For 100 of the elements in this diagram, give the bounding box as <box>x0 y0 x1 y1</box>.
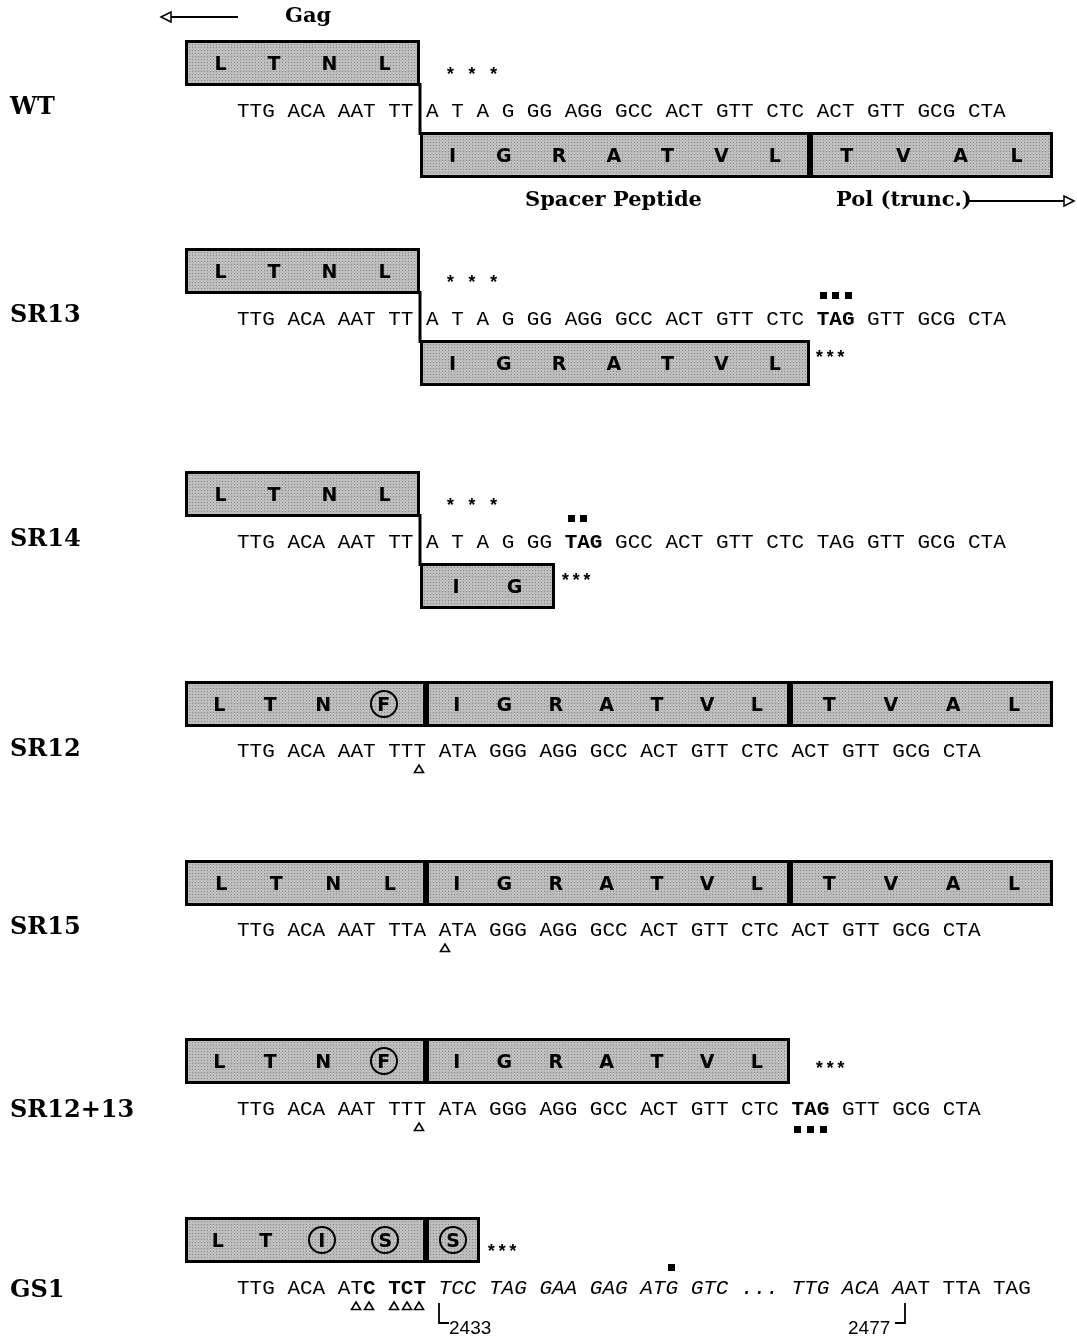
amino-acid-letter: L <box>1008 694 1021 714</box>
amino-acid-letter: T <box>263 694 277 714</box>
amino-acid-letter: V <box>714 353 729 373</box>
amino-acid-letter: L <box>750 1051 763 1071</box>
amino-acid-letter: R <box>551 353 567 373</box>
protein-box <box>420 340 810 386</box>
amino-acid-letter: N <box>321 484 338 504</box>
sequence-text: AT TTA TAG <box>904 1278 1031 1299</box>
amino-acid-letter: I <box>453 873 461 893</box>
amino-acid-letter: L <box>1010 145 1023 165</box>
protein-box <box>185 1038 426 1084</box>
row-label: SR12+13 <box>10 1097 135 1121</box>
amino-acid-letter: A <box>953 145 968 165</box>
protein-box <box>426 681 790 727</box>
amino-acid-letter: T <box>650 1051 664 1071</box>
circled-amino-acid: F <box>369 1047 398 1075</box>
protein-box <box>185 681 426 727</box>
gene-label: Pol (trunc.) <box>836 188 972 209</box>
amino-acid-letter: I <box>453 694 461 714</box>
row-label: WT <box>10 94 55 118</box>
amino-acid-letter: L <box>213 1051 226 1071</box>
amino-acid-letter: L <box>378 261 391 281</box>
amino-acid-letter: L <box>768 145 781 165</box>
sequence-text: TTG ACA ATC TCT <box>237 1278 427 1299</box>
gene-label: Gag <box>285 4 332 25</box>
stop-asterisks: * * * <box>445 497 499 515</box>
amino-acid-letter: T <box>661 145 675 165</box>
amino-acid-letter: A <box>945 694 961 714</box>
protein-box <box>426 1038 790 1084</box>
amino-acid-letter: T <box>267 484 281 504</box>
amino-acid-letter: G <box>496 353 512 373</box>
amino-acid-letter: L <box>211 1230 224 1250</box>
amino-acid-letter: L <box>213 694 226 714</box>
stop-asterisks: *** <box>560 572 593 590</box>
amino-acid-letter: T <box>267 53 281 73</box>
circled-amino-acid: F <box>369 690 398 718</box>
row-label: SR14 <box>10 526 81 550</box>
amino-acid-letter: R <box>551 145 567 165</box>
protein-box <box>426 860 790 906</box>
amino-acid-letter: T <box>822 873 836 893</box>
amino-acid-letter: A <box>606 145 622 165</box>
amino-acid-letter: L <box>750 694 763 714</box>
amino-acid-letter: N <box>321 261 338 281</box>
row-label: SR12 <box>10 736 81 760</box>
amino-acid-letter: N <box>315 694 332 714</box>
amino-acid-letter: A <box>599 1051 615 1071</box>
amino-acid-letter: A <box>599 694 615 714</box>
amino-acid-letter: R <box>548 694 564 714</box>
amino-acid-letter: L <box>378 53 391 73</box>
position-number: 2433 <box>449 1318 492 1337</box>
protein-box <box>185 1217 426 1263</box>
amino-acid-letter: G <box>506 576 523 596</box>
stop-asterisks: * * * <box>445 66 499 84</box>
protein-box <box>790 860 1053 906</box>
amino-acid-letter: L <box>214 484 227 504</box>
protein-box <box>790 681 1053 727</box>
amino-acid-letter: V <box>883 873 899 893</box>
amino-acid-letter: R <box>548 1051 564 1071</box>
amino-acid-letter: T <box>650 694 664 714</box>
amino-acid-letter: L <box>750 873 763 893</box>
amino-acid-letter: I <box>449 145 457 165</box>
amino-acid-letter: N <box>321 53 338 73</box>
amino-acid-letter: V <box>699 1051 715 1071</box>
amino-acid-letter: N <box>325 873 342 893</box>
circled-amino-acid: S <box>371 1226 400 1254</box>
sequence-text: TTG ACA AAT TT A T A G GG AGG GCC ACT GTT CTC ACT GTT GCG CTA <box>237 101 1006 122</box>
amino-acid-letter: A <box>945 873 961 893</box>
amino-acid-letter: L <box>214 53 227 73</box>
sequence-text: TTG ACA AAT TTA ATA GGG AGG GCC ACT GTT CTC ACT GTT GCG CTA <box>237 920 981 941</box>
circled-amino-acid: S <box>439 1226 467 1254</box>
protein-box <box>185 40 420 86</box>
row-label: SR13 <box>10 302 81 326</box>
amino-acid-letter: G <box>496 694 513 714</box>
sequence-text: TTG ACA AAT TT A T A G GG TAG GCC ACT GTT CTC TAG GTT GCG CTA <box>237 532 1006 553</box>
stop-asterisks: * * * <box>445 274 499 292</box>
amino-acid-letter: L <box>378 484 391 504</box>
amino-acid-letter: T <box>269 873 283 893</box>
amino-acid-letter: L <box>383 873 396 893</box>
amino-acid-letter: V <box>714 145 729 165</box>
amino-acid-letter: I <box>449 353 457 373</box>
amino-acid-letter: A <box>606 353 622 373</box>
amino-acid-letter: L <box>214 261 227 281</box>
amino-acid-letter: T <box>840 145 854 165</box>
protein-box <box>185 860 426 906</box>
amino-acid-letter: V <box>699 873 715 893</box>
stop-asterisks: *** <box>486 1243 519 1261</box>
amino-acid-letter: T <box>822 694 836 714</box>
protein-box <box>420 132 810 178</box>
stop-asterisks: *** <box>814 349 847 367</box>
amino-acid-letter: V <box>699 694 715 714</box>
amino-acid-letter: T <box>259 1230 273 1250</box>
position-number: 2477 <box>848 1318 891 1337</box>
sequence-text: TTG ACA AAT TT A T A G GG AGG GCC ACT GTT CTC TAG GTT GCG CTA <box>237 309 1006 330</box>
protein-box <box>185 248 420 294</box>
protein-box <box>185 471 420 517</box>
amino-acid-letter: L <box>768 353 781 373</box>
amino-acid-letter: L <box>1008 873 1021 893</box>
sequence-text: TTG ACA AAT TTT ATA GGG AGG GCC ACT GTT CTC TAG GTT GCG CTA <box>237 1099 981 1120</box>
amino-acid-letter: V <box>895 145 911 165</box>
amino-acid-letter: T <box>263 1051 277 1071</box>
